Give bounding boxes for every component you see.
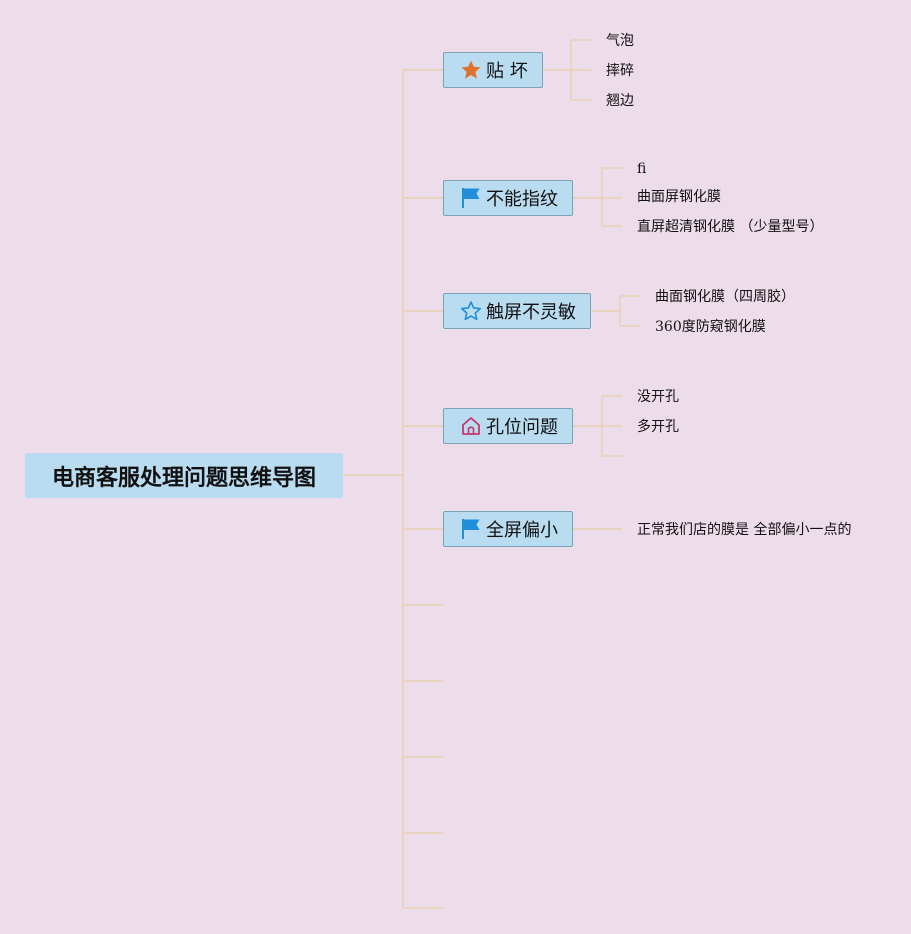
leaf-item[interactable]: 直屏超清钢化膜 （少量型号）	[637, 219, 824, 235]
leaf-item[interactable]: 正常我们店的膜是 全部偏小一点的	[637, 522, 852, 538]
topic-label: 不能指纹	[486, 189, 558, 210]
flag-icon	[460, 518, 482, 540]
topic-touch-insensitive[interactable]: 触屏不灵敏	[443, 293, 591, 329]
home-icon	[460, 415, 482, 437]
topic-no-fingerprint[interactable]: 不能指纹	[443, 180, 573, 216]
root-topic[interactable]: 电商客服处理问题思维导图	[25, 453, 343, 498]
leaf-item[interactable]: 翘边	[606, 93, 634, 109]
leaf-item[interactable]: 曲面钢化膜（四周胶）	[655, 289, 795, 305]
topic-label: 贴 坏	[486, 61, 528, 82]
topic-hole-position[interactable]: 孔位问题	[443, 408, 573, 444]
topic-damaged[interactable]: 贴 坏	[443, 52, 543, 88]
leaf-item[interactable]: 曲面屏钢化膜	[637, 189, 721, 205]
topic-label: 全屏偏小	[486, 520, 558, 541]
star-filled-icon	[460, 59, 482, 81]
leaf-item[interactable]: 气泡	[606, 33, 634, 49]
leaf-item[interactable]: 多开孔	[637, 419, 679, 435]
leaf-item[interactable]: fi	[637, 161, 647, 177]
topic-label: 触屏不灵敏	[486, 302, 576, 323]
leaf-item[interactable]: 没开孔	[637, 389, 679, 405]
star-outline-icon	[460, 300, 482, 322]
topic-full-screen-small[interactable]: 全屏偏小	[443, 511, 573, 547]
flag-icon	[460, 187, 482, 209]
leaf-item[interactable]: 360度防窥钢化膜	[655, 319, 766, 335]
topic-label: 孔位问题	[486, 417, 558, 438]
leaf-item[interactable]: 摔碎	[606, 63, 634, 79]
